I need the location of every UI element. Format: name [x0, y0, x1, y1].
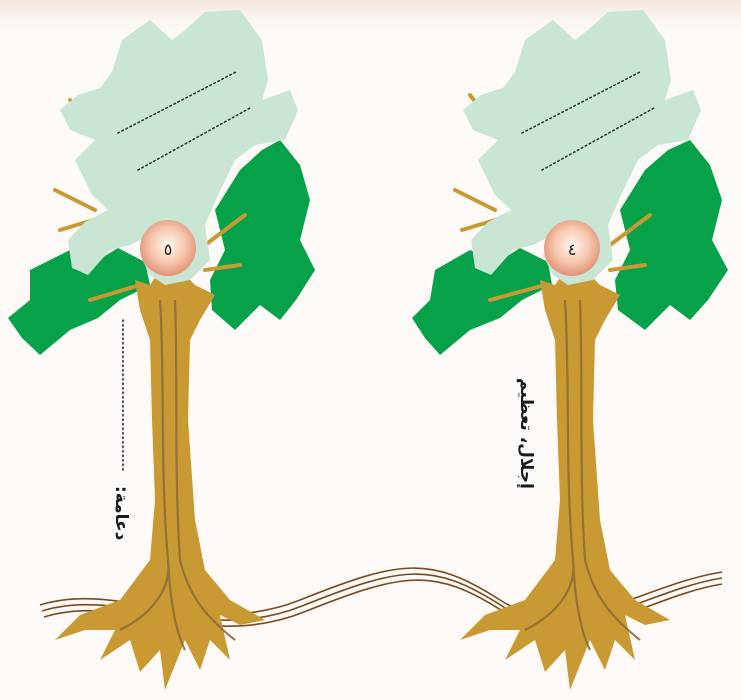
number-right: ٤: [568, 240, 577, 259]
label-left: دعامة:: [112, 486, 129, 540]
trunk-right: [460, 270, 670, 690]
number-left: ٥: [164, 240, 173, 259]
label-right: إجلال، تعظيم: [517, 378, 534, 489]
tree-left: ٥: [8, 10, 315, 690]
trunk-left: [55, 270, 265, 690]
